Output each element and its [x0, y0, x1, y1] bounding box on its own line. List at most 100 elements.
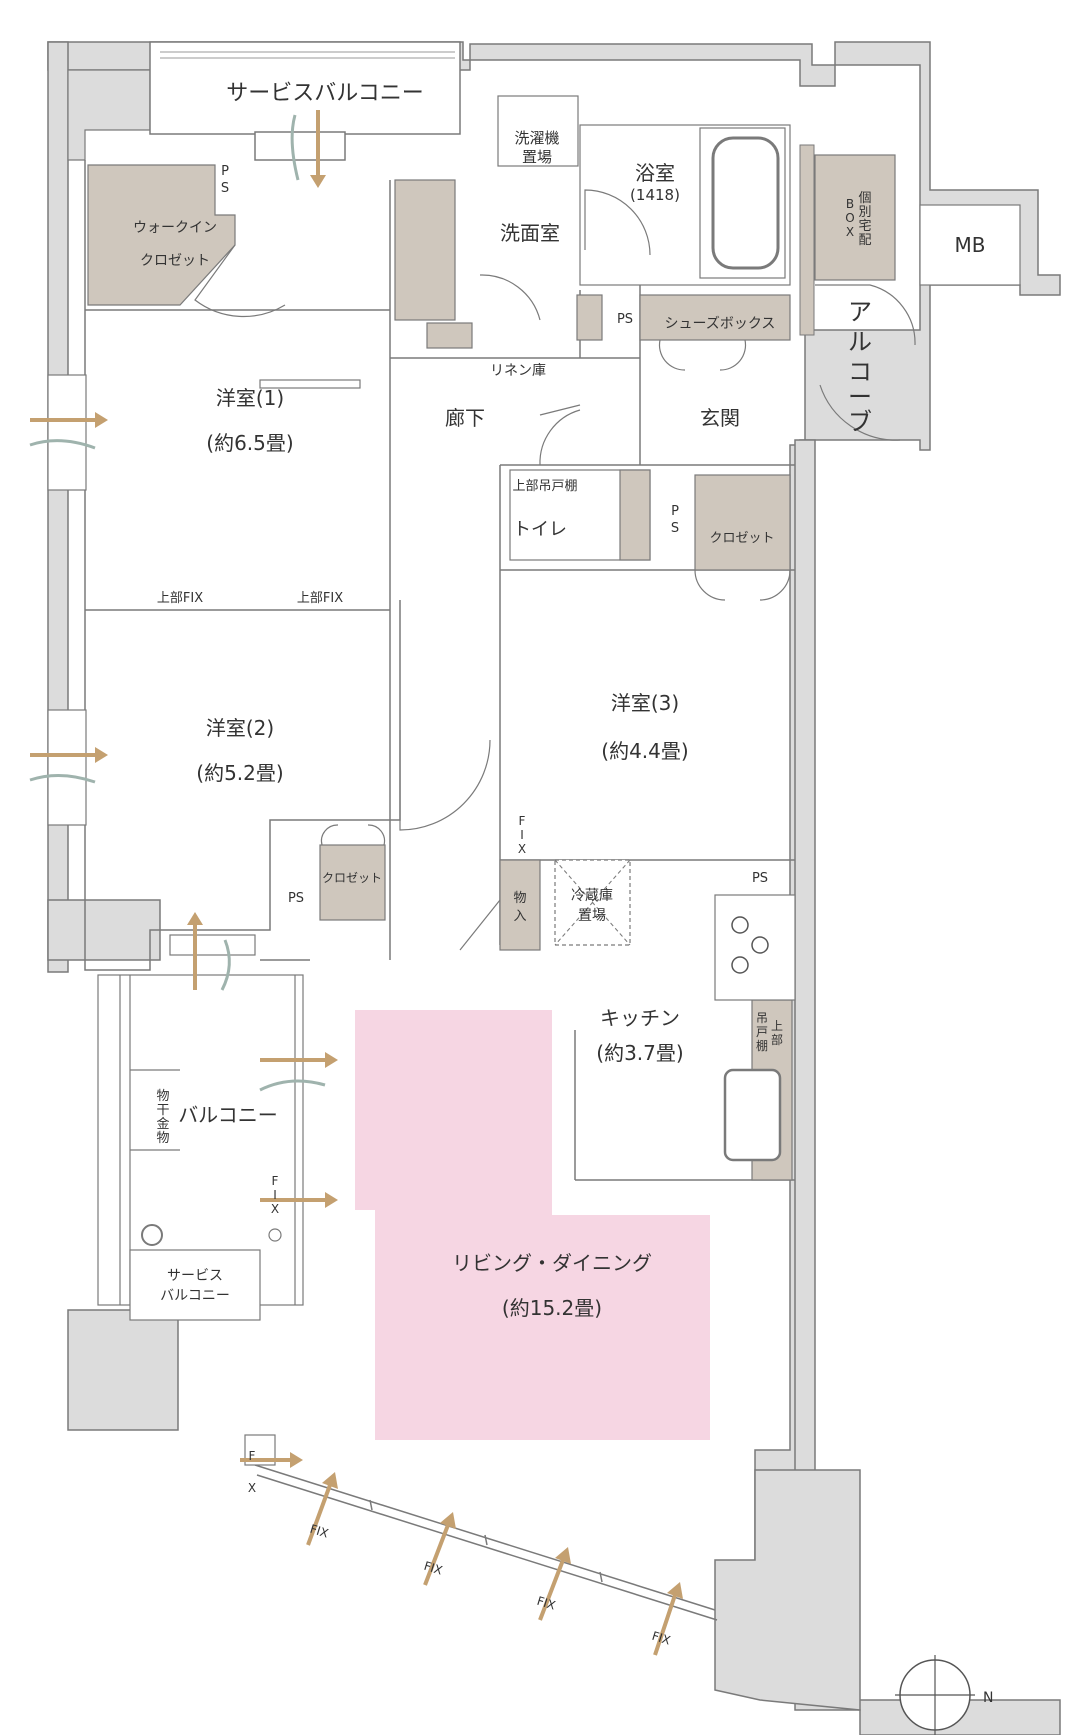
room1-label: 洋室(1)	[216, 386, 284, 410]
room3-label: 洋室(3)	[611, 691, 679, 715]
upper-fix-1: 上部FIX	[157, 591, 203, 606]
fix-v-f: F	[519, 814, 526, 828]
toilet-tank	[619, 469, 651, 561]
fix-balcony-f: F	[272, 1174, 279, 1188]
laundry-label-1: 洗濯機	[514, 129, 559, 147]
alcove-3: コ	[848, 358, 872, 386]
living-size: (約15.2畳)	[502, 1296, 602, 1320]
wall-left-inner	[67, 69, 151, 161]
kitchen-equipment	[554, 859, 796, 1162]
storage-v-2: 入	[513, 909, 526, 924]
entrance-label: 玄関	[700, 406, 740, 430]
bath-size-label: (1418)	[630, 186, 680, 204]
ps-room2-label: PS	[288, 891, 304, 906]
service-balcony-2: バルコニー	[160, 1288, 230, 1304]
laundry-place	[497, 95, 579, 167]
fix-balcony-x: X	[271, 1202, 279, 1216]
ps-top-p: P	[221, 164, 229, 179]
fix-window-1: FIX	[308, 1522, 330, 1541]
shoes-box-label: シューズボックス	[665, 316, 776, 332]
toilet-label: トイレ	[513, 519, 567, 540]
linen-1	[426, 322, 473, 349]
wall-main-outer	[47, 41, 1061, 1735]
linen-label: リネン庫	[490, 362, 546, 379]
delivery-box-3: 宅	[858, 219, 871, 234]
balcony-label: バルコニー	[178, 1103, 278, 1127]
ps-kitchen-label: PS	[752, 871, 768, 886]
shoes-box	[639, 294, 791, 341]
walk-in-label-2: クロゼット	[140, 253, 210, 269]
delivery-box-6: O	[845, 211, 854, 225]
fix-corner-f: F	[249, 1449, 256, 1463]
fix-window-4: FIX	[650, 1629, 672, 1648]
drying-2: 干	[156, 1103, 169, 1118]
closet-3	[694, 474, 791, 571]
north-compass: N	[895, 1655, 993, 1735]
service-balcony-top-label: サービスバルコニー	[226, 81, 424, 106]
hallway-label: 廊下	[445, 406, 485, 430]
ps-toilet-s: S	[671, 521, 679, 536]
alcove-1: ア	[848, 298, 872, 326]
fix-v-x: X	[518, 842, 526, 856]
doors	[194, 189, 916, 951]
fix-window-2: FIX	[422, 1559, 444, 1578]
storage-v-1: 物	[513, 891, 526, 906]
fridge-label-2: 置場	[578, 908, 606, 924]
balcony	[97, 974, 304, 1321]
closet2-label: クロゼット	[322, 871, 382, 885]
closet-2	[319, 844, 386, 921]
outdoor-block	[67, 1309, 179, 1431]
fix-balcony-i: I	[273, 1188, 277, 1202]
living-dining-area	[355, 1010, 710, 1440]
laundry-label-2: 置場	[522, 148, 552, 166]
service-balcony-1: サービス	[167, 1268, 223, 1284]
wall-balcony-side	[47, 899, 161, 961]
room-labels: P S ウォークイン クロゼット 洗濯機 置場 浴室 (1418) 洗面室 個 …	[133, 129, 985, 1648]
hanging-1c: 棚	[756, 1038, 768, 1053]
upper-cabinet-label: 上部吊戸棚	[512, 479, 577, 494]
bathtub	[711, 136, 780, 270]
linen-2	[576, 294, 603, 341]
washroom-label: 洗面室	[500, 221, 560, 245]
wall-bottom-right	[714, 1469, 861, 1711]
fix-corner-x: X	[248, 1481, 256, 1495]
interior-walls	[84, 160, 795, 1181]
drying-3: 金	[156, 1116, 169, 1132]
alcove-2: ル	[848, 328, 872, 356]
storage-small	[499, 859, 541, 951]
walk-in-closet	[87, 164, 236, 306]
delivery-box	[814, 154, 896, 281]
room3-size: (約4.4畳)	[601, 739, 688, 763]
window-sash	[254, 1464, 718, 1621]
delivery-box-1: 個	[858, 191, 871, 206]
hanging-1b: 戸	[756, 1025, 768, 1039]
hanging-2a: 上	[771, 1019, 783, 1033]
mb-box	[919, 204, 1021, 286]
delivery-box-4: 配	[858, 233, 871, 248]
arrow-head-room2	[95, 747, 108, 763]
wall-left	[47, 41, 69, 973]
airflow-arrows	[29, 110, 683, 1656]
exterior-walls	[47, 41, 1061, 1735]
delivery-box-2: 別	[858, 205, 871, 220]
fridge-label-1: 冷蔵庫	[571, 887, 613, 904]
bath	[579, 124, 815, 336]
drying-4: 物	[156, 1131, 169, 1146]
ps-bath-label: PS	[617, 312, 633, 327]
fix-v-i: I	[520, 828, 524, 842]
ps-top-s: S	[221, 181, 229, 196]
alcove-5: ブ	[848, 408, 872, 436]
hanging-1a: 吊	[756, 1011, 768, 1025]
room1-size: (約6.5畳)	[206, 431, 293, 455]
walk-in-label-1: ウォークイン	[133, 220, 217, 236]
room2-label: 洋室(2)	[206, 716, 274, 740]
kitchen-size: (約3.7畳)	[596, 1041, 683, 1065]
washroom-counter	[394, 179, 456, 321]
upper-fix-2: 上部FIX	[297, 591, 343, 606]
fix-window-3: FIX	[535, 1594, 557, 1613]
alcove-4: ー	[848, 383, 872, 411]
delivery-box-7: X	[846, 225, 854, 239]
ps-toilet-p: P	[671, 504, 679, 519]
drying-1: 物	[156, 1089, 169, 1104]
